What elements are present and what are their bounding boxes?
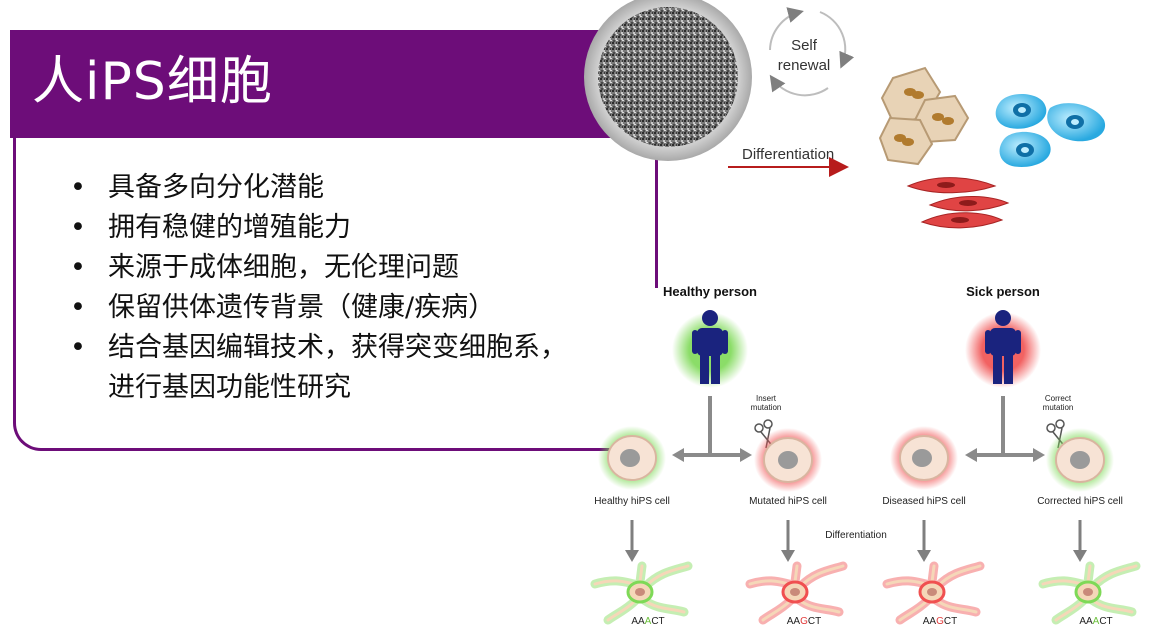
sick-person-icon: [965, 310, 1041, 388]
connector-lines: [682, 396, 1035, 457]
cell-label: Corrected hiPS cell: [1037, 496, 1123, 507]
corrected-hips-cell: [1046, 428, 1114, 492]
down-arrows: [630, 520, 1082, 552]
dna-sequence: AAGCT: [787, 616, 821, 627]
sick-person-label: Sick person: [966, 284, 1040, 299]
bullet-item: 来源于成体细胞，无伦理问题: [70, 248, 567, 288]
diseased-hips-cell: [890, 426, 958, 490]
dna-sequence: AAACT: [1079, 616, 1112, 627]
muscle-cells-illustration: [906, 177, 1010, 229]
cell-label: Mutated hiPS cell: [749, 496, 827, 507]
self-label: Self: [791, 37, 818, 54]
insert-label: Insert: [756, 394, 777, 403]
neuron-illustration: [590, 561, 693, 625]
epithelial-cells-illustration: [878, 66, 970, 166]
cell-label: Healthy hiPS cell: [594, 496, 670, 507]
dna-sequence: AAGCT: [923, 616, 957, 627]
neuron-illustration: [882, 561, 985, 625]
bullet-item: 拥有稳健的增殖能力: [70, 208, 567, 248]
bullet-item: 具备多向分化潜能: [70, 168, 567, 208]
healthy-person-label: Healthy person: [663, 284, 757, 299]
mutated-hips-cell: [754, 428, 822, 492]
bullet-item: 结合基因编辑技术，获得突变细胞系，: [70, 328, 567, 368]
bullet-list: 具备多向分化潜能 拥有稳健的增殖能力 来源于成体细胞，无伦理问题 保留供体遗传背…: [70, 168, 567, 408]
healthy-person-icon: [672, 310, 748, 388]
differentiation-label: Differentiation: [742, 146, 834, 163]
frame-divider: [655, 138, 658, 288]
healthy-hips-cell: [598, 426, 666, 490]
title-bar: [10, 30, 660, 138]
slide-title: 人iPS细胞: [32, 52, 273, 112]
self-renewal-cycle: Self renewal: [769, 7, 855, 97]
insert-mutation-label: mutation: [751, 403, 782, 412]
dna-sequence: AAACT: [631, 616, 664, 627]
cell-label: Diseased hiPS cell: [882, 496, 965, 507]
culture-plate-image: [584, 0, 752, 161]
renewal-label: renewal: [778, 57, 831, 74]
content-frame: [13, 138, 653, 451]
bullet-item: 保留供体遗传背景（健康/疾病）: [70, 288, 567, 328]
blue-cells-illustration: [995, 94, 1106, 168]
bullet-item-continued: 进行基因功能性研究: [108, 372, 351, 403]
neuron-illustration: [745, 561, 848, 625]
neuron-illustration: [1038, 561, 1141, 625]
correct-label: Correct: [1045, 394, 1072, 403]
differentiation-label-bottom: Differentiation: [825, 530, 887, 541]
correct-mutation-label: mutation: [1043, 403, 1074, 412]
